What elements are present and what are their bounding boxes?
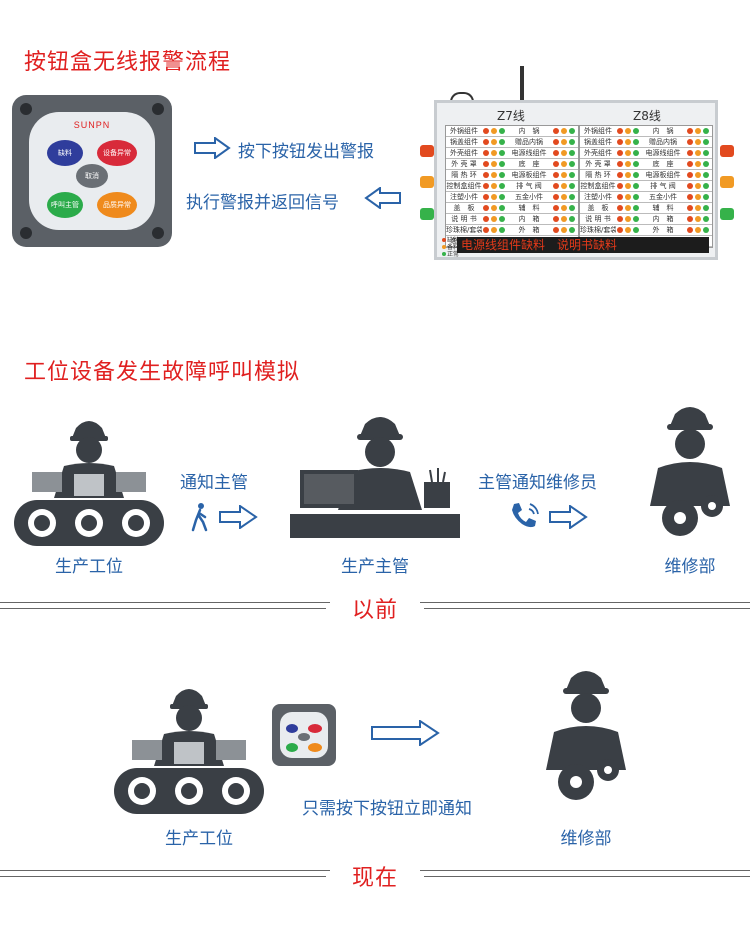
return-signal-label: 执行警报并返回信号 xyxy=(186,193,339,213)
board-left-header: Z7线 xyxy=(497,109,525,123)
press-to-notify-label: 只需按下按钮立即通知 xyxy=(302,799,472,819)
supervisor-icon xyxy=(290,417,460,538)
station-label-before: 生产工位 xyxy=(55,557,123,577)
board-right-header: Z8线 xyxy=(633,109,661,123)
divider-line-right xyxy=(420,602,750,603)
small-button-box-image xyxy=(272,704,336,766)
arrow-right-icon xyxy=(371,720,440,746)
divider-line-left xyxy=(0,602,330,603)
board-row: 盖 板辅 料 xyxy=(446,203,578,214)
repair-worker-icon xyxy=(650,407,730,536)
board-legend: 缺料 备料 正常 xyxy=(441,237,459,258)
board-row: 外 壳 罩底 座 xyxy=(446,159,578,170)
notify-supervisor-label: 通知主管 xyxy=(180,473,248,493)
repair-label-before: 维修部 xyxy=(664,557,716,577)
lamp-red-right xyxy=(720,145,734,157)
repair-label-after: 维修部 xyxy=(560,829,612,849)
lamp-green-left xyxy=(420,208,434,220)
button-equipment-fault: 设备异常 xyxy=(97,140,137,166)
andon-display-board: Z7线 Z8线 外锅组件内 锅锅盖组件赠品内锅外壳组件电源线组件外 壳 罩底 座… xyxy=(434,100,718,260)
lamp-red-left xyxy=(420,145,434,157)
board-row: 说 明 书内 箱 xyxy=(446,214,578,225)
production-worker-icon xyxy=(114,689,264,814)
board-row: 注塑小件五金小件 xyxy=(580,192,712,203)
board-row: 盖 板辅 料 xyxy=(580,203,712,214)
button-call-supervisor: 呼叫主管 xyxy=(47,192,83,218)
press-button-label: 按下按钮发出警报 xyxy=(238,142,374,162)
board-row: 隔 热 环电源板组件 xyxy=(446,170,578,181)
board-row: 说 明 书内 箱 xyxy=(580,214,712,225)
board-row: 外 壳 罩底 座 xyxy=(580,159,712,170)
repair-worker-icon xyxy=(546,671,626,800)
arrow-right-icon xyxy=(219,505,258,529)
now-label: 现在 xyxy=(351,866,398,891)
led-marquee: 电源线组件缺料 说明书缺料 xyxy=(457,237,709,253)
board-row: 控制盒组件排 气 阀 xyxy=(446,181,578,192)
supervisor-label: 生产主管 xyxy=(341,557,409,577)
button-cancel: 取消 xyxy=(76,164,108,188)
board-row: 外锅组件内 锅 xyxy=(580,126,712,137)
lamp-orange-left xyxy=(420,176,434,188)
divider-line-right xyxy=(424,608,750,609)
lamp-orange-right xyxy=(720,176,734,188)
section2-title: 工位设备发生故障呼叫模拟 xyxy=(24,360,301,385)
board-row: 锅盖组件赠品内锅 xyxy=(580,137,712,148)
board-row: 外锅组件内 锅 xyxy=(446,126,578,137)
before-label: 以前 xyxy=(351,598,398,623)
divider-line-left xyxy=(0,876,326,877)
board-row: 锅盖组件赠品内锅 xyxy=(446,137,578,148)
button-quality-issue: 品质异常 xyxy=(97,192,137,218)
board-row: 隔 热 环电源板组件 xyxy=(580,170,712,181)
station-label-after: 生产工位 xyxy=(165,829,233,849)
divider-line-right xyxy=(424,876,750,877)
lamp-green-right xyxy=(720,208,734,220)
walking-person-icon xyxy=(191,503,208,532)
divider-line-left xyxy=(0,608,326,609)
arrow-right-icon xyxy=(194,137,231,159)
board-row: 控制盒组件排 气 阀 xyxy=(580,181,712,192)
brand-logo: SUNPN xyxy=(73,120,111,130)
divider-line-right xyxy=(420,870,750,871)
board-right-grid: 外锅组件内 锅锅盖组件赠品内锅外壳组件电源线组件外 壳 罩底 座隔 热 环电源板… xyxy=(579,125,713,248)
hanging-wire xyxy=(450,92,474,104)
board-row: 注塑小件五金小件 xyxy=(446,192,578,203)
board-row: 外壳组件电源线组件 xyxy=(580,148,712,159)
arrow-right-icon xyxy=(549,505,588,529)
phone-icon xyxy=(512,503,539,528)
section1-title: 按钮盒无线报警流程 xyxy=(24,50,232,75)
antenna-icon xyxy=(520,66,524,102)
board-row: 外壳组件电源线组件 xyxy=(446,148,578,159)
board-row: 珍珠棉/套袋外 箱 xyxy=(446,225,578,236)
production-worker-icon xyxy=(14,421,164,546)
divider-line-left xyxy=(0,870,330,871)
arrow-left-icon xyxy=(364,187,401,209)
board-row: 珍珠棉/套袋外 箱 xyxy=(580,225,712,236)
supervisor-notifies-repair-label: 主管通知维修员 xyxy=(478,473,597,493)
board-left-grid: 外锅组件内 锅锅盖组件赠品内锅外壳组件电源线组件外 壳 罩底 座隔 热 环电源板… xyxy=(445,125,579,248)
button-shortage: 缺料 xyxy=(47,140,83,166)
button-box-image: SUNPN 缺料 设备异常 取消 呼叫主管 品质异常 xyxy=(12,95,172,247)
